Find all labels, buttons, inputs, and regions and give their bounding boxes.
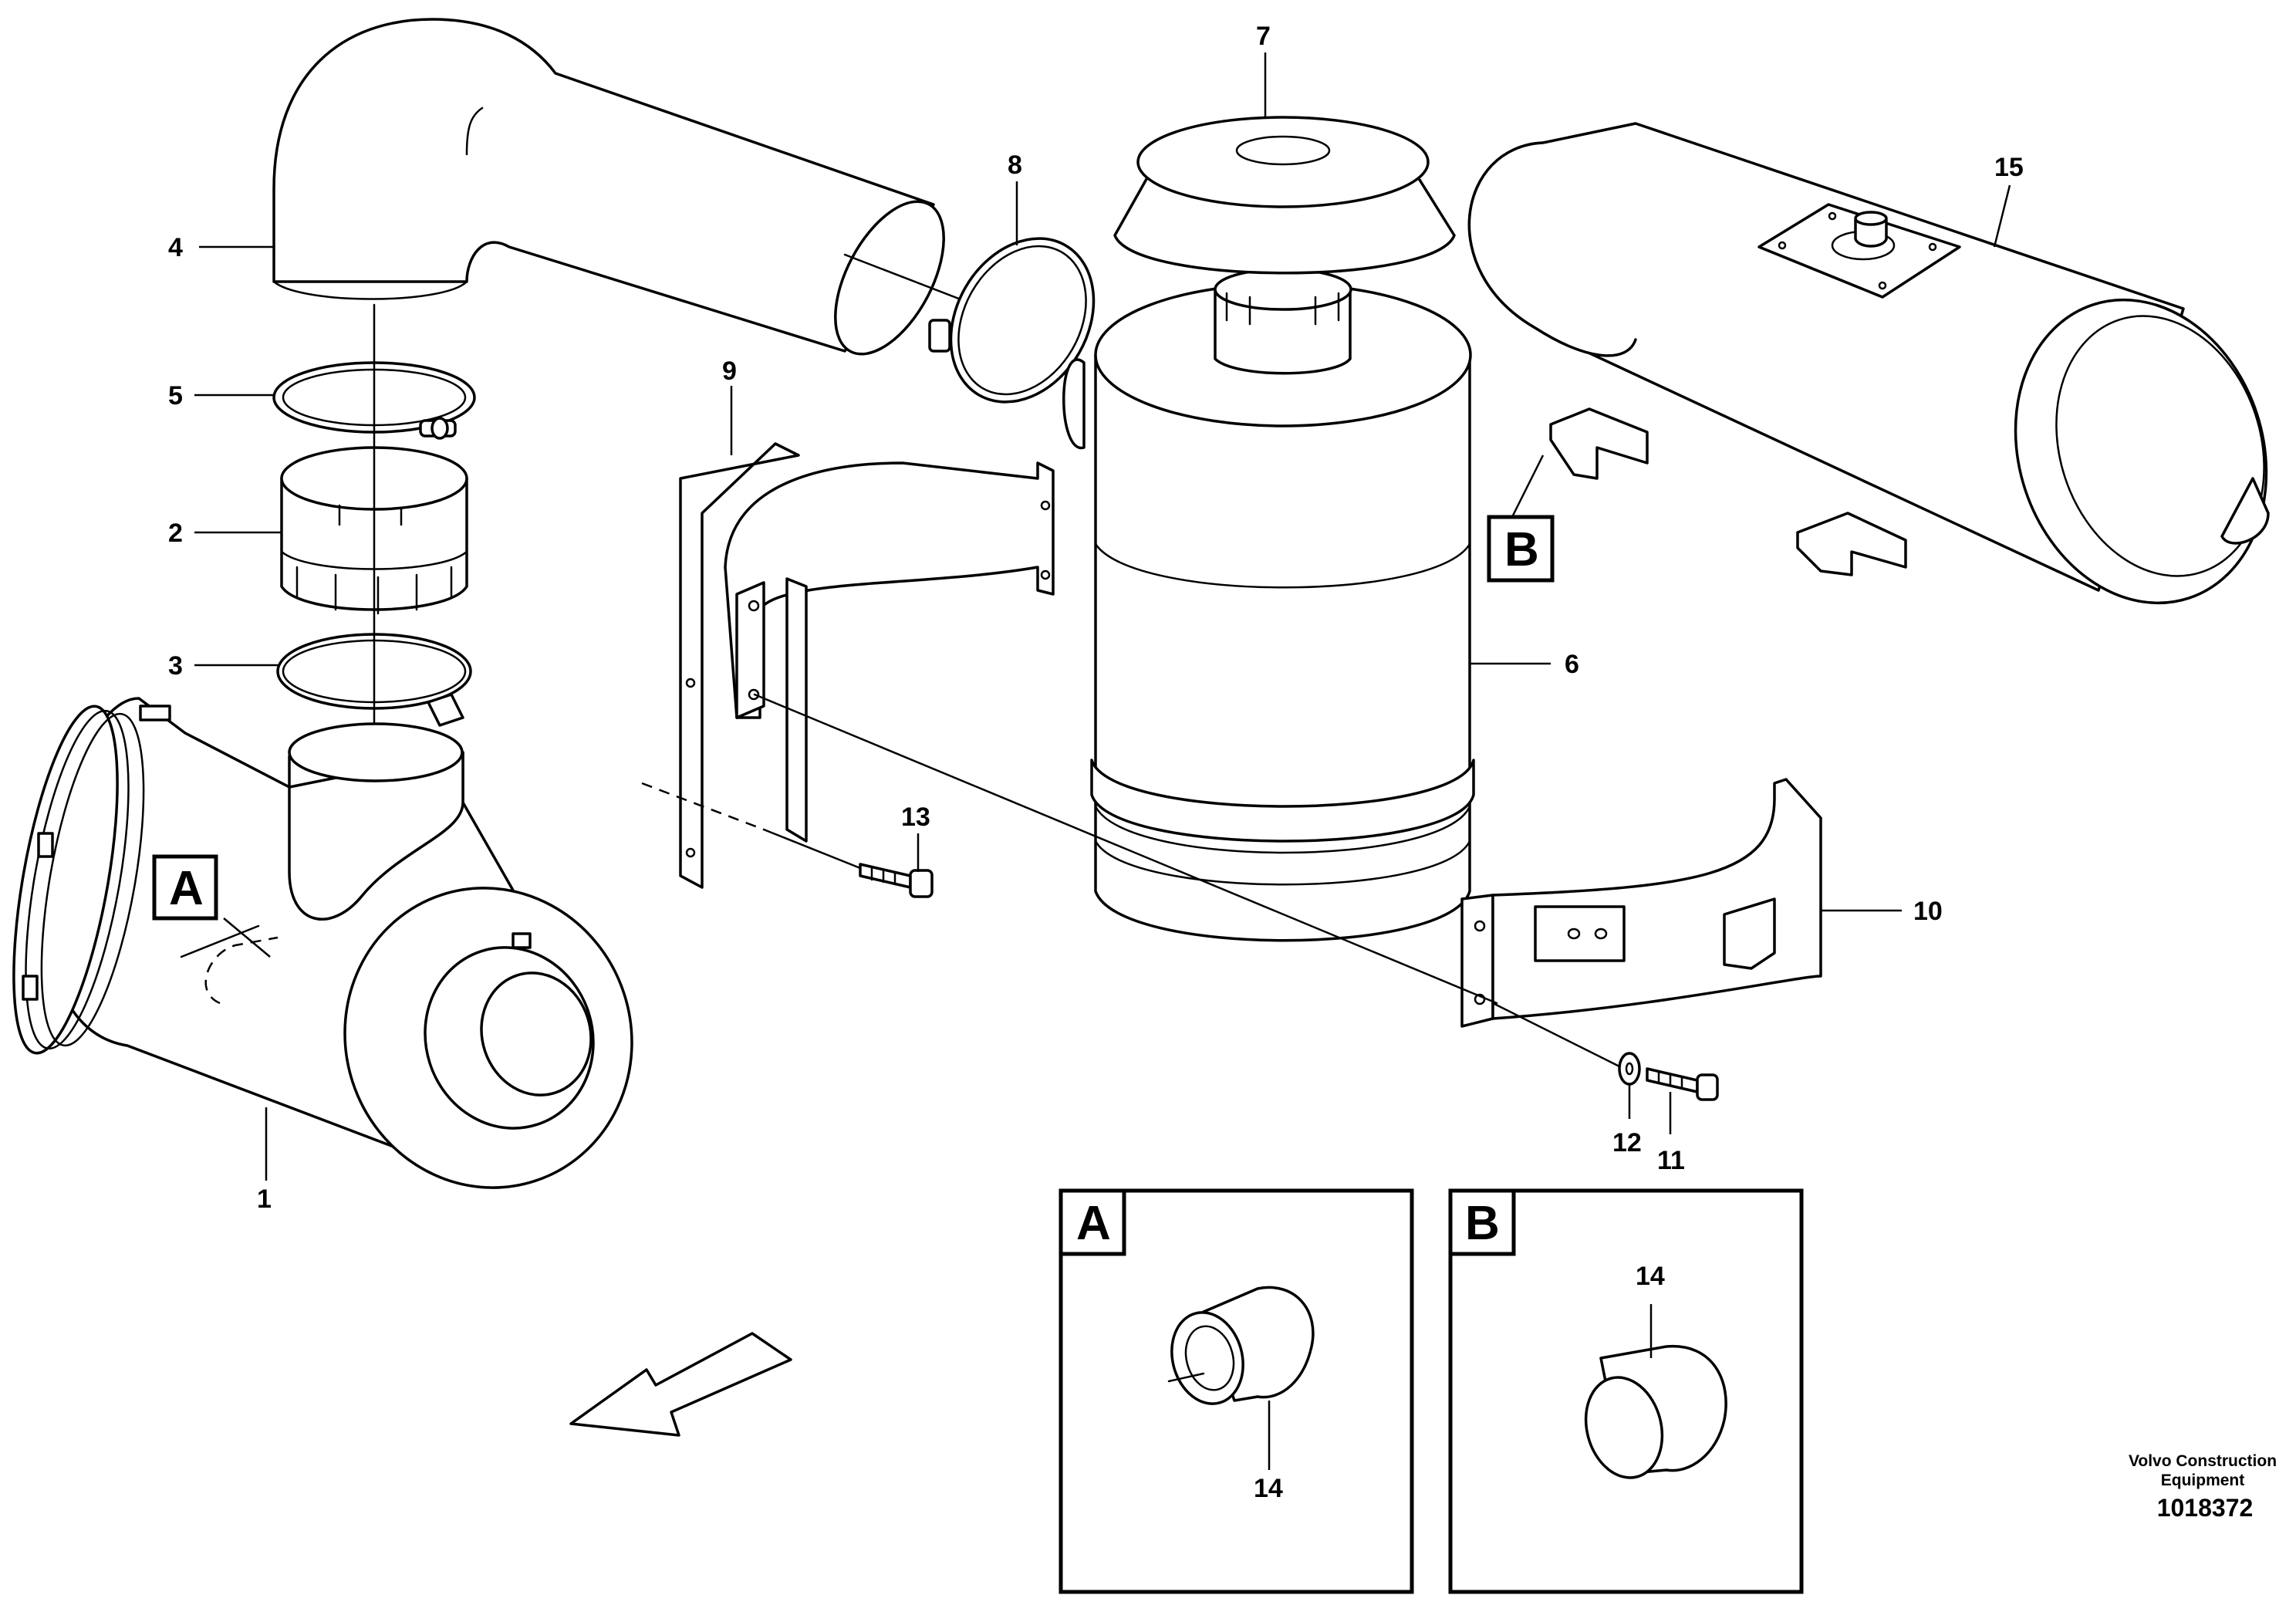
callout-3: 3 <box>168 651 183 681</box>
worm-clamp <box>928 237 1096 404</box>
footer-credit: Volvo Construction Equipment 1018372 <box>2129 1452 2277 1522</box>
view-marker-b: B <box>1487 515 1555 583</box>
plug-closed <box>1584 1345 1727 1479</box>
callout-12: 12 <box>1612 1128 1642 1157</box>
expansion-tank <box>1467 122 2270 605</box>
forward-arrow-icon <box>569 1332 792 1437</box>
callout-14-b: 14 <box>1636 1262 1665 1291</box>
detail-panel-a-title: A <box>1076 1197 1111 1250</box>
callout-numbers: 4 5 2 3 1 7 8 9 6 10 15 13 12 11 <box>168 22 2024 1214</box>
callout-9: 9 <box>722 357 737 386</box>
callout-2: 2 <box>168 519 183 548</box>
detail-panel-b-title: B <box>1465 1197 1500 1250</box>
view-marker-a: A <box>152 854 218 921</box>
bolt-13 <box>859 863 934 898</box>
callout-8: 8 <box>1008 150 1022 180</box>
figure-number: 1018372 <box>2157 1494 2254 1522</box>
washer-12 <box>1618 1052 1641 1086</box>
air-cleaner-housing <box>12 697 633 1189</box>
view-marker-a-letter: A <box>169 862 204 915</box>
callout-4: 4 <box>168 233 183 262</box>
main-filter-body <box>1062 268 1475 942</box>
callout-5: 5 <box>168 381 183 411</box>
view-marker-b-letter: B <box>1504 523 1539 576</box>
rain-cap <box>1113 116 1456 275</box>
callout-11: 11 <box>1657 1146 1685 1175</box>
detail-panel-b: B 14 <box>1448 1188 1804 1594</box>
callout-1: 1 <box>257 1184 272 1214</box>
company-name-line1: Volvo Construction <box>2129 1452 2277 1470</box>
bushing-open <box>1167 1286 1315 1405</box>
callout-14-a: 14 <box>1254 1474 1283 1503</box>
callout-15: 15 <box>1994 153 2024 182</box>
bolt-11 <box>1646 1067 1719 1101</box>
upper-mounting-bracket <box>679 442 1055 889</box>
callout-10: 10 <box>1913 897 1943 926</box>
callout-7: 7 <box>1256 22 1271 51</box>
detail-panel-a: A 14 <box>1059 1188 1414 1594</box>
leader-lines <box>194 52 2011 1181</box>
callout-6: 6 <box>1565 650 1579 679</box>
intake-elbow-pipe <box>272 18 1066 356</box>
lower-band-bracket <box>1460 778 1822 1028</box>
company-name-line2: Equipment <box>2161 1472 2245 1489</box>
callout-13: 13 <box>901 803 930 832</box>
